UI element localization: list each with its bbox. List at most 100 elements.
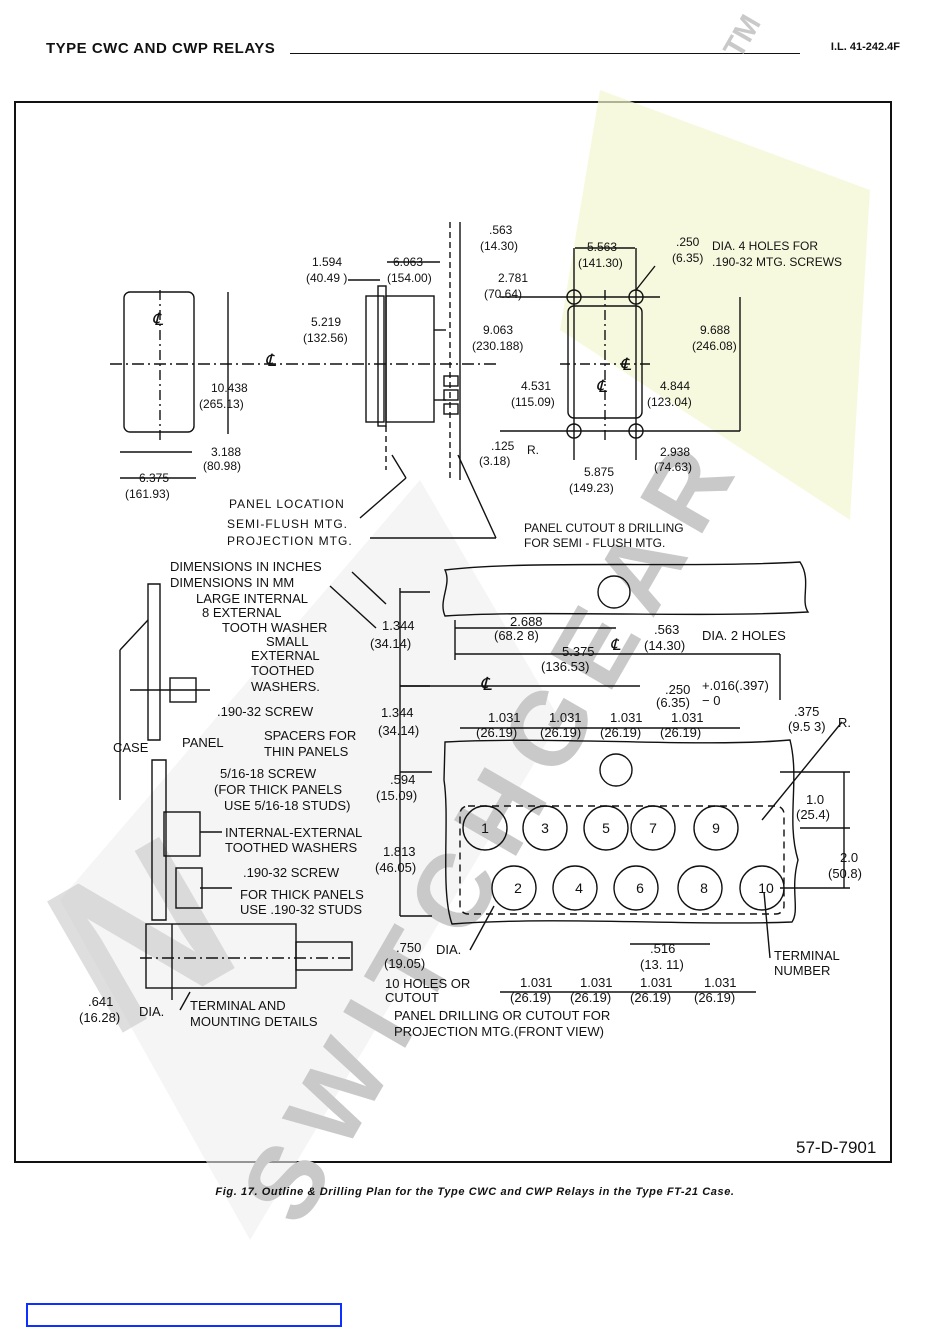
blue-outline-box — [26, 1303, 342, 1327]
dim-1430: (14.30) — [480, 239, 518, 253]
dim-5375: 5.375 — [562, 644, 595, 659]
label-large-washer-1: LARGE INTERNAL — [196, 591, 308, 606]
label-large-washer-3: TOOTH WASHER — [222, 620, 327, 635]
dim-1628: (16.28) — [79, 1010, 120, 1025]
dim-1031-h: 1.031 — [704, 975, 737, 990]
dim-1905: (19.05) — [384, 956, 425, 971]
centerline-symbol-3: ℄ — [596, 377, 608, 396]
label-mtg-screws: .190-32 MTG. SCREWS — [712, 255, 842, 269]
dim-1344b: 1.344 — [381, 705, 414, 720]
centerline-symbol-4: ℄ — [620, 355, 632, 374]
label-terminal-number-2: NUMBER — [774, 963, 830, 978]
terminal-number-bottom-8: 8 — [700, 880, 708, 896]
dim-318: (3.18) — [479, 454, 510, 468]
label-dia-4-holes: DIA. 4 HOLES FOR — [712, 239, 818, 253]
label-projection: PROJECTION MTG. — [227, 534, 353, 548]
dim-14130: (141.30) — [578, 256, 623, 270]
label-cutout-semi: PANEL CUTOUT 8 DRILLING — [524, 521, 684, 535]
terminal-number-top-5: 5 — [602, 820, 610, 836]
label-small-washer-1: SMALL — [266, 634, 309, 649]
dim-2619-d: (26.19) — [660, 725, 701, 740]
dim-15400: (154.00) — [387, 271, 432, 285]
label-thick-1: FOR THICK PANELS — [240, 887, 364, 902]
dim-1031-a: 1.031 — [488, 710, 521, 725]
dim-4605: (46.05) — [375, 860, 416, 875]
dim-516: .516 — [650, 941, 675, 956]
label-large-washer-2: 8 EXTERNAL — [202, 605, 281, 620]
label-small-washer-3: TOOTHED — [251, 663, 314, 678]
dim-3414a: (34.14) — [370, 636, 411, 651]
terminal-number-bottom-6: 6 — [636, 880, 644, 896]
dim-375: .375 — [794, 704, 819, 719]
dim-2619-f: (26.19) — [570, 990, 611, 1005]
dim-563: .563 — [489, 223, 513, 237]
dim-8098: (80.98) — [203, 459, 241, 473]
dim-1344a: 1.344 — [382, 618, 415, 633]
dim-16193: (161.93) — [125, 487, 170, 501]
label-holes-2: CUTOUT — [385, 990, 439, 1005]
terminal-number-top-3: 3 — [541, 820, 549, 836]
label-drilling-1: PANEL DRILLING OR CUTOUT FOR — [394, 1008, 610, 1023]
dim-2619-a: (26.19) — [476, 725, 517, 740]
header-rule — [290, 53, 800, 54]
page-header-doc-number: I.L. 41-242.4F — [830, 41, 900, 53]
dim-24608: (246.08) — [692, 339, 737, 353]
dim-594: .594 — [390, 772, 415, 787]
label-drilling-2: PROJECTION MTG.(FRONT VIEW) — [394, 1024, 604, 1039]
watermark-tm: TM — [717, 9, 767, 63]
label-dim-mm: DIMENSIONS IN MM — [170, 575, 294, 590]
label-screw-516: 5/16-18 SCREW — [220, 766, 317, 781]
label-screw-516-note1: (FOR THICK PANELS — [214, 782, 342, 797]
label-small-washer-2: EXTERNAL — [251, 648, 320, 663]
dim-250: .250 — [676, 235, 700, 249]
dim-641: .641 — [88, 994, 113, 1009]
dim-508: (50.8) — [828, 866, 862, 881]
dim-2619-b: (26.19) — [540, 725, 581, 740]
dim-1031-e: 1.031 — [520, 975, 553, 990]
label-terminal-number-1: TERMINAL — [774, 948, 840, 963]
dim-563b: .563 — [654, 622, 679, 637]
dim-1813: 1.813 — [383, 844, 416, 859]
label-spacers-2: THIN PANELS — [264, 744, 349, 759]
label-r-2: R. — [838, 715, 851, 730]
label-panel: PANEL — [182, 735, 224, 750]
dim-5875: 5.875 — [584, 465, 614, 479]
label-dim-inches: DIMENSIONS IN INCHES — [170, 559, 322, 574]
dim-10: 1.0 — [806, 792, 824, 807]
dim-10438: 10.438 — [211, 381, 248, 395]
label-screw-190b: .190-32 SCREW — [243, 865, 340, 880]
dim-tolerance-0: − 0 — [702, 693, 720, 708]
dim-750: .750 — [396, 940, 421, 955]
drawing-number: 57-D-7901 — [796, 1138, 876, 1157]
dim-230188: (230.188) — [472, 339, 523, 353]
figure-caption: Fig. 17. Outline & Drilling Plan for the… — [215, 1186, 735, 1198]
dim-3414b: (34.14) — [378, 723, 419, 738]
drawing-frame — [14, 101, 892, 1163]
dim-1509: (15.09) — [376, 788, 417, 803]
terminal-holes-top — [462, 805, 739, 851]
dim-2619-c: (26.19) — [600, 725, 641, 740]
terminal-number-bottom-2: 2 — [514, 880, 522, 896]
dim-tolerance: +.016(.397) — [702, 678, 769, 693]
dim-6375: 6.375 — [139, 471, 169, 485]
label-screw-190: .190-32 SCREW — [217, 704, 314, 719]
label-int-ext-1: INTERNAL-EXTERNAL — [225, 825, 362, 840]
label-holes-1: 10 HOLES OR — [385, 976, 470, 991]
dim-635: (6.35) — [672, 251, 703, 265]
label-dia-2-holes: DIA. 2 HOLES — [702, 628, 786, 643]
label-terminal-1: TERMINAL AND — [190, 998, 286, 1013]
label-r-1: R. — [527, 443, 539, 457]
centerline-symbol-2: ℄ — [152, 310, 164, 329]
dim-250b: .250 — [665, 682, 690, 697]
label-case: CASE — [113, 740, 149, 755]
dim-11509: (115.09) — [511, 395, 555, 409]
dim-125: .125 — [491, 439, 515, 453]
dim-953: (9.5 3) — [788, 719, 826, 734]
dim-6828: (68.2 8) — [494, 628, 539, 643]
dim-3188: 3.188 — [211, 445, 241, 459]
dim-9688: 9.688 — [700, 323, 730, 337]
dim-254: (25.4) — [796, 807, 830, 822]
terminal-number-bottom-4: 4 — [575, 880, 583, 896]
dim-7463: (74.63) — [654, 460, 692, 474]
